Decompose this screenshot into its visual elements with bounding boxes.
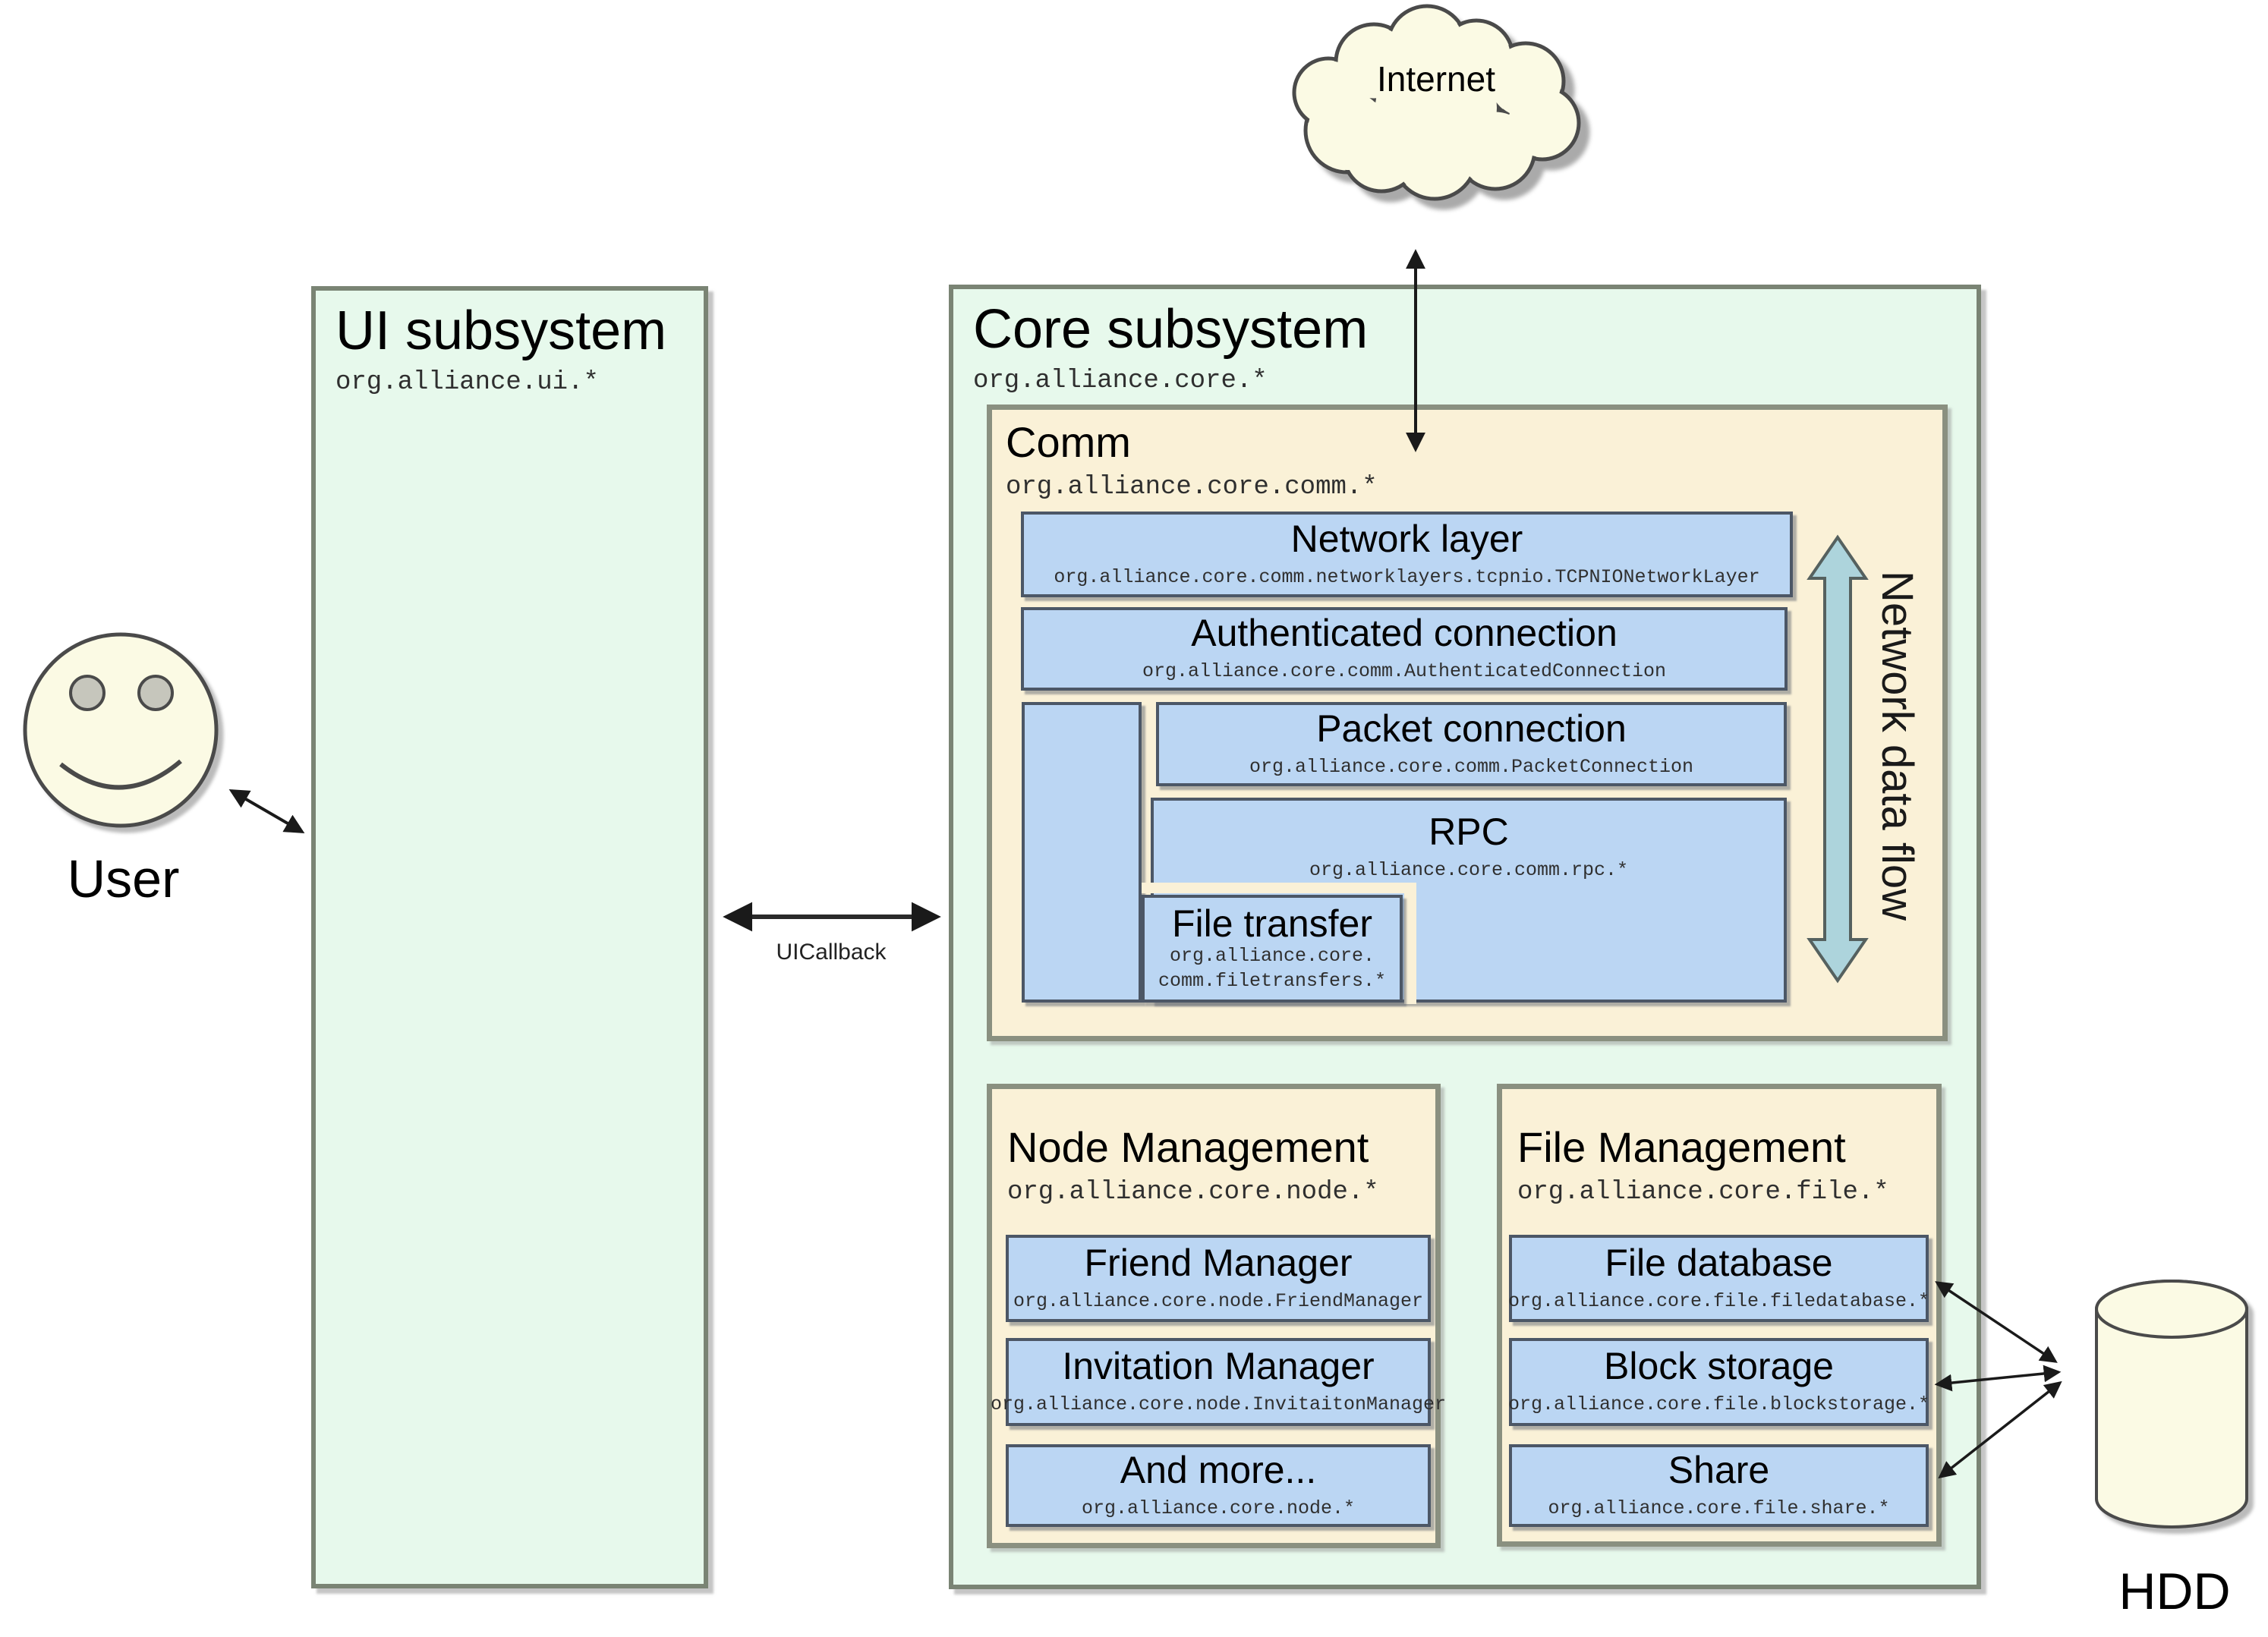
file-transfer-gap-right xyxy=(1404,883,1416,1004)
share-package: org.alliance.core.file.share.* xyxy=(1548,1497,1890,1519)
hdd-cylinder xyxy=(2095,1280,2248,1528)
authenticated-connection-package: org.alliance.core.comm.AuthenticatedConn… xyxy=(1142,660,1667,683)
ui-subsystem-title: UI subsystem xyxy=(335,301,667,361)
share-title: Share xyxy=(1668,1448,1770,1491)
share-box: Share org.alliance.core.file.share.* xyxy=(1509,1444,1929,1527)
node-management-package: org.alliance.core.node.* xyxy=(1007,1177,1379,1207)
packet-connection-package: org.alliance.core.comm.PacketConnection xyxy=(1249,755,1694,778)
packet-connection-title: Packet connection xyxy=(1316,707,1627,750)
block-storage-title: Block storage xyxy=(1604,1345,1834,1388)
and-more-box: And more... org.alliance.core.node.* xyxy=(1006,1444,1431,1527)
file-transfer-package-line2: comm.filetransfers.* xyxy=(1158,970,1387,992)
file-management-package: org.alliance.core.file.* xyxy=(1517,1177,1889,1207)
network-data-flow-arrow xyxy=(1807,534,1869,984)
invitation-manager-box: Invitation Manager org.alliance.core.nod… xyxy=(991,1338,1446,1426)
internet-label: Internet xyxy=(1377,59,1495,99)
file-transfer-package-line1: org.alliance.core. xyxy=(1169,944,1375,967)
user-smiley-right-eye xyxy=(137,675,174,711)
user-smiley-mouth xyxy=(59,759,182,790)
file-database-title: File database xyxy=(1605,1241,1833,1284)
file-database-package: org.alliance.core.file.filedatabase.* xyxy=(1507,1289,1930,1312)
hdd-label: HDD xyxy=(2118,1563,2231,1620)
network-data-flow-label: Network data flow xyxy=(1873,571,1922,921)
invitation-manager-package: org.alliance.core.node.InvitaitonManager xyxy=(990,1393,1447,1416)
comm-package: org.alliance.core.comm.* xyxy=(1006,472,1378,502)
user-label: User xyxy=(67,849,180,908)
network-layer-box: Network layer org.alliance.core.comm.net… xyxy=(1021,512,1793,597)
invitation-manager-title: Invitation Manager xyxy=(1062,1345,1375,1388)
rpc-title: RPC xyxy=(1429,811,1509,853)
authenticated-connection-title: Authenticated connection xyxy=(1191,612,1618,655)
friend-manager-package: org.alliance.core.node.FriendManager xyxy=(1013,1289,1424,1312)
user-smiley-left-eye xyxy=(69,675,106,711)
and-more-package: org.alliance.core.node.* xyxy=(1081,1497,1356,1519)
core-subsystem-package: org.alliance.core.* xyxy=(973,366,1268,395)
block-storage-box: Block storage org.alliance.core.file.blo… xyxy=(1507,1338,1930,1426)
internet-cloud: Internet xyxy=(1292,4,1581,201)
file-transfer-gap-top xyxy=(1142,883,1416,893)
file-management-title: File Management xyxy=(1517,1123,1846,1171)
comm-title: Comm xyxy=(1006,418,1131,466)
friend-manager-title: Friend Manager xyxy=(1084,1241,1353,1284)
ui-subsystem-package: org.alliance.ui.* xyxy=(335,367,599,397)
file-database-box: File database org.alliance.core.file.fil… xyxy=(1507,1235,1930,1322)
user-smiley xyxy=(23,632,219,828)
file-transfer-title: File transfer xyxy=(1172,902,1372,945)
block-storage-package: org.alliance.core.file.blockstorage.* xyxy=(1507,1393,1930,1416)
file-transfer-column xyxy=(1022,702,1142,1003)
rpc-package: org.alliance.core.comm.rpc.* xyxy=(1309,859,1629,881)
and-more-title: And more... xyxy=(1120,1448,1317,1491)
core-subsystem-title: Core subsystem xyxy=(973,299,1369,360)
uicallback-label: UICallback xyxy=(776,940,887,965)
authenticated-connection-box: Authenticated connection org.alliance.co… xyxy=(1021,607,1788,691)
ui-subsystem-box: UI subsystem org.alliance.ui.* xyxy=(311,286,708,1588)
network-layer-package: org.alliance.core.comm.networklayers.tcp… xyxy=(1054,565,1760,588)
user-ui-arrow xyxy=(228,789,305,833)
node-management-title: Node Management xyxy=(1007,1123,1369,1171)
friend-manager-box: Friend Manager org.alliance.core.node.Fr… xyxy=(1006,1235,1431,1322)
packet-connection-box: Packet connection org.alliance.core.comm… xyxy=(1156,702,1787,786)
network-layer-title: Network layer xyxy=(1290,517,1523,560)
file-transfer-box: File transfer org.alliance.core. comm.fi… xyxy=(1142,895,1403,1003)
